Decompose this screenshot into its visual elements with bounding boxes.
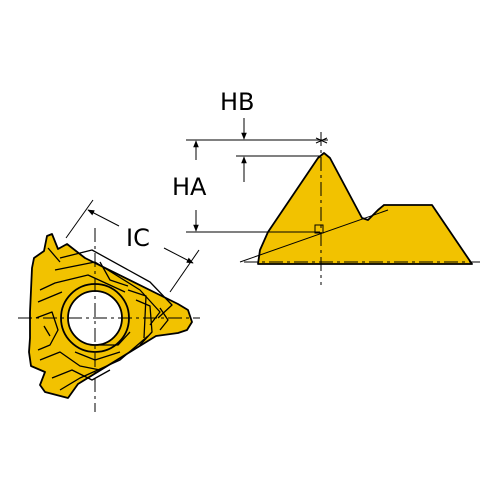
profile-body: [257, 152, 473, 265]
reference-square: [314, 224, 324, 234]
ic-extension-line-right: [169, 249, 200, 293]
ic-dimension: IC: [65, 199, 200, 293]
chip-breaker-lines: [35, 247, 173, 391]
profile-diagonal-line: [239, 209, 389, 263]
ic-label: IC: [126, 224, 150, 252]
ic-arrow-right: [163, 247, 194, 264]
insert-top-view: [18, 228, 200, 412]
ic-extension-line-left: [65, 199, 94, 239]
insert-side-view: [239, 132, 480, 285]
hb-label: HB: [220, 88, 255, 116]
ha-label: HA: [172, 173, 207, 201]
ic-arrow-left: [87, 209, 120, 227]
height-dimensions: HB HA: [172, 88, 328, 233]
